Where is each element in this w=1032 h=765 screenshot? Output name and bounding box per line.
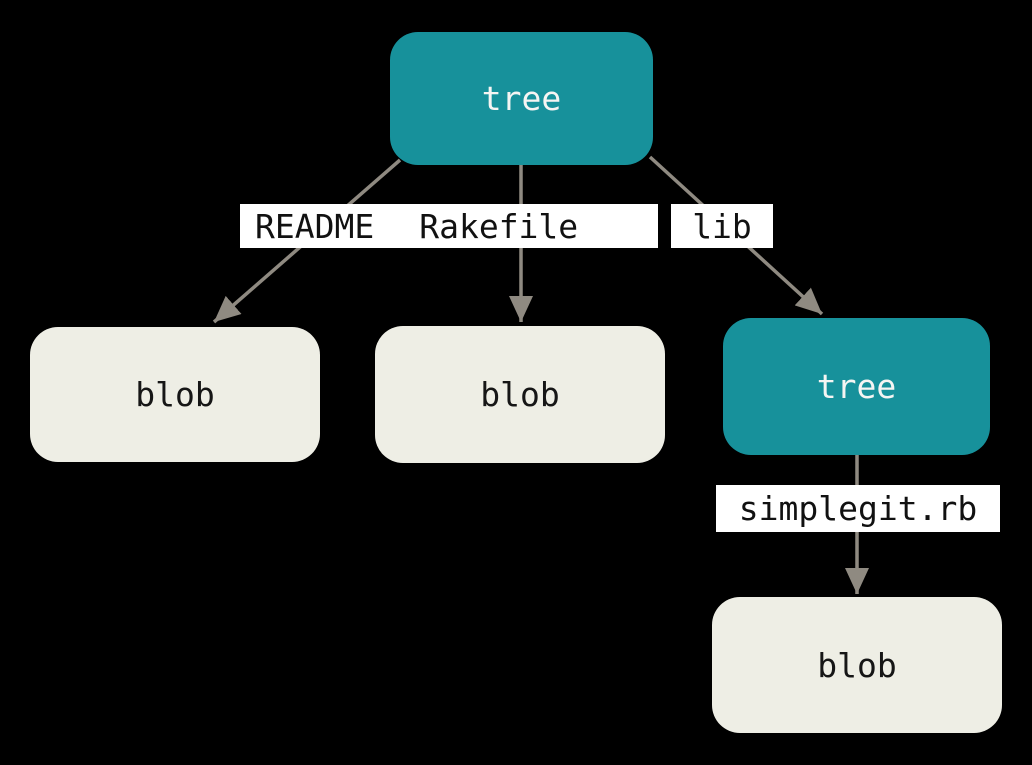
node-blob-mid: blob: [375, 326, 665, 463]
edge-label-simplegit: simplegit.rb: [716, 485, 1000, 532]
node-blob-mid-label: blob: [480, 375, 560, 414]
edge-label-readme: README: [255, 206, 375, 246]
node-blob-left: blob: [30, 327, 320, 462]
node-blob-left-label: blob: [135, 375, 215, 414]
node-blob-bottom: blob: [712, 597, 1002, 733]
node-lib-tree-label: tree: [816, 367, 897, 406]
edge-label-lib: lib: [671, 204, 773, 248]
edge-label-strip: README Rakefile: [240, 204, 658, 248]
node-blob-bottom-label: blob: [817, 645, 897, 685]
node-root-tree: tree: [390, 32, 653, 165]
node-lib-tree: tree: [723, 318, 990, 455]
edge-label-rakefile: Rakefile: [419, 206, 579, 246]
node-root-tree-label: tree: [481, 79, 562, 118]
